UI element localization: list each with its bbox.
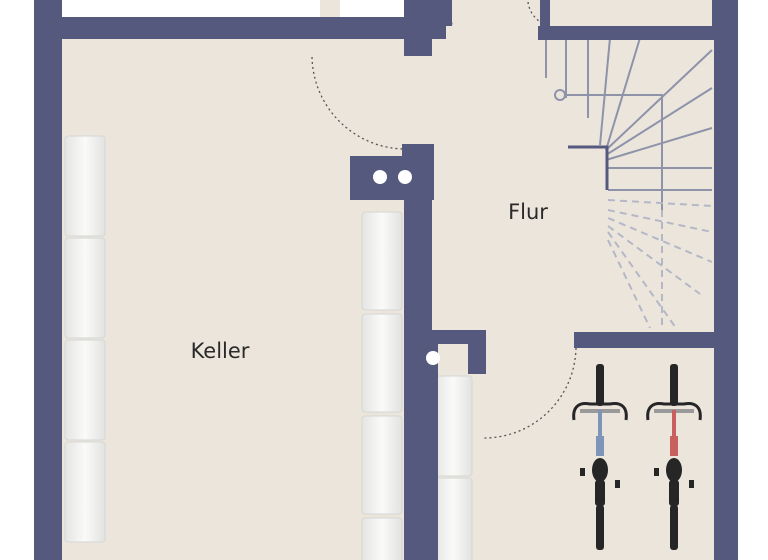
top-room-divider <box>320 0 340 17</box>
staircase-lower-dashed <box>607 199 713 329</box>
bicycle-icon <box>646 364 702 550</box>
outside-left <box>0 0 34 560</box>
bicycle-icon <box>572 364 628 550</box>
top-room-floor <box>62 0 406 17</box>
staircase-icon <box>545 37 713 210</box>
walls <box>34 0 738 560</box>
shelf-unit-left <box>64 135 106 543</box>
room-label-flur: Flur <box>508 200 548 224</box>
shelf-unit-right <box>433 375 473 560</box>
shelf-unit-middle <box>361 211 403 560</box>
room-label-keller: Keller <box>191 339 250 363</box>
outside-right <box>738 0 768 560</box>
outlet-icon <box>373 170 440 365</box>
